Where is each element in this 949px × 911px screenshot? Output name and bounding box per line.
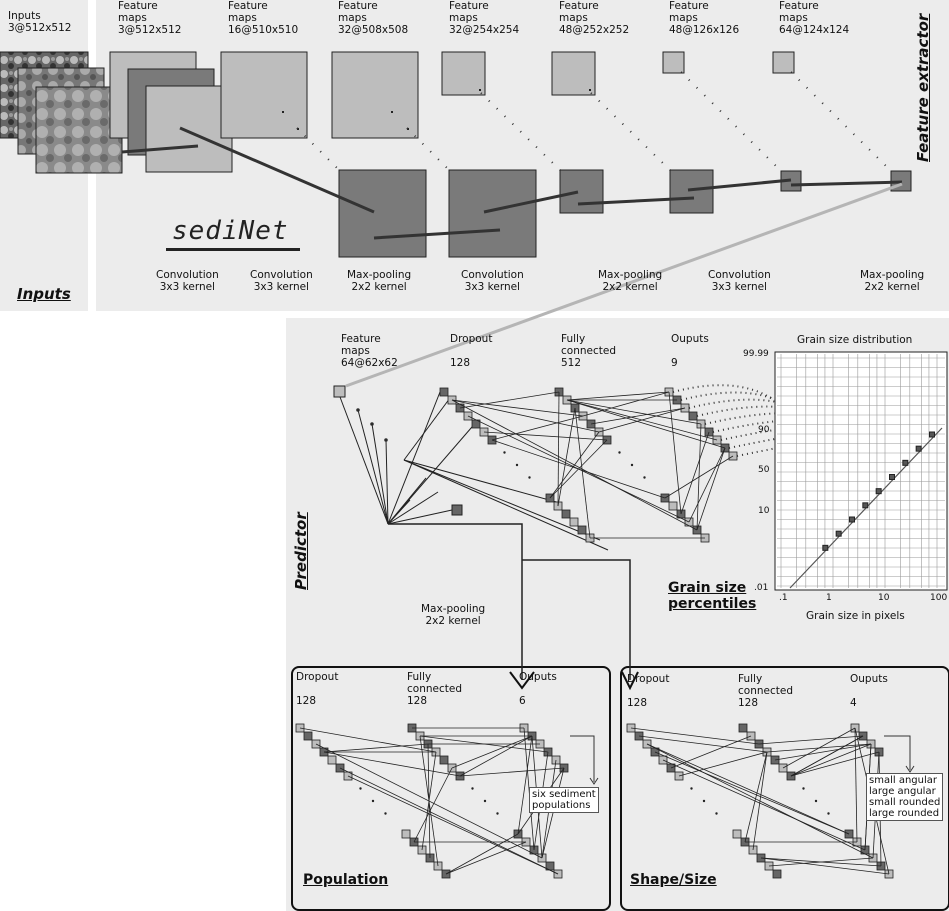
chart-ytick-10: 10	[758, 506, 770, 516]
chart-xtick-0: .1	[779, 593, 788, 603]
predictor-network	[333, 385, 639, 691]
chart-ytick-50: 50	[758, 465, 770, 475]
chart-xtick-2: 10	[878, 593, 890, 603]
sedinet-logo: sediNet	[172, 216, 289, 246]
input-images	[0, 51, 123, 174]
chart-xlabel: Grain size in pixels	[806, 610, 905, 622]
chart-ytick-01: .01	[754, 583, 769, 593]
chart-xtick-1: 1	[826, 593, 832, 603]
chart-title: Grain size distribution	[797, 334, 913, 346]
predictor-title: Predictor	[292, 512, 310, 590]
chart-ytick-90: 90	[758, 425, 770, 435]
feature-extractor-title: Feature extractor	[914, 13, 932, 162]
shape-size-title: Shape/Size	[630, 872, 717, 888]
feature-maps-bottom	[338, 169, 912, 258]
feature-maps-3	[109, 51, 233, 173]
chart-ytick-9999: 99.99	[743, 349, 769, 359]
inputs-title: Inputs	[17, 285, 71, 303]
feature-maps-top	[220, 51, 795, 139]
logo-underline	[166, 248, 300, 251]
population-title: Population	[303, 872, 389, 888]
chart-xtick-3: 100	[930, 593, 948, 603]
grain-size-chart	[774, 351, 948, 591]
